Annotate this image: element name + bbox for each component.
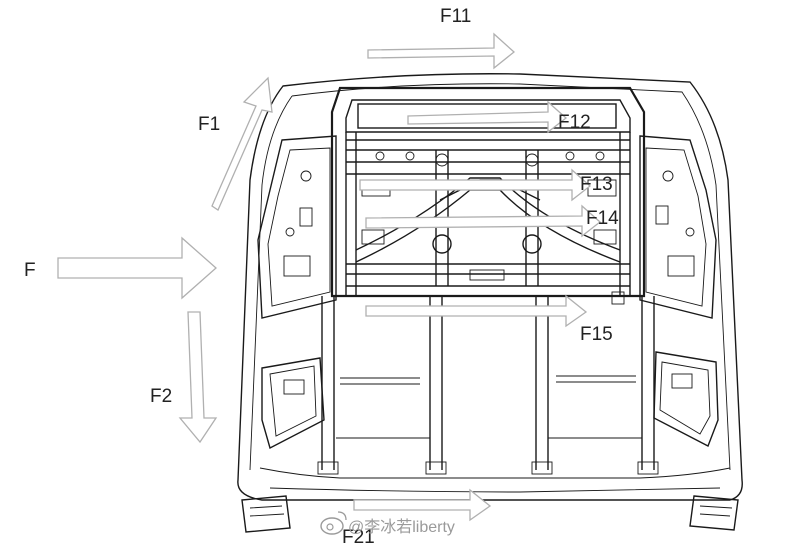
label-f2: F2	[150, 386, 172, 407]
force-arrow-f13	[359, 168, 592, 202]
force-arrow-f14	[365, 204, 602, 238]
force-arrow-f15	[365, 294, 588, 328]
watermark: @李冰若liberty	[320, 511, 455, 536]
force-arrow-f21	[353, 488, 492, 522]
label-f21: F21	[342, 527, 375, 545]
force-arrow-f	[57, 236, 217, 300]
force-arrow-f2	[178, 311, 218, 444]
label-f12: F12	[558, 112, 591, 133]
label-f13: F13	[580, 174, 613, 195]
lower-left-bracket	[261, 357, 325, 450]
lower-right-bracket	[653, 351, 719, 447]
body-outline	[237, 73, 743, 501]
label-f15: F15	[580, 324, 613, 345]
force-arrow-f12	[407, 100, 568, 134]
lower-frame	[317, 296, 659, 475]
label-f1: F1	[198, 114, 220, 135]
right-side-reinforcement	[639, 135, 717, 319]
label-f14: F14	[586, 208, 619, 229]
left-side-reinforcement	[257, 135, 337, 319]
weibo-icon	[320, 511, 347, 535]
force-arrow-f11	[367, 32, 516, 70]
force-arrow-f1	[211, 76, 273, 211]
bottom-right-block	[689, 495, 739, 531]
bottom-left-block	[241, 495, 291, 533]
watermark-text: @李冰若liberty	[348, 518, 455, 536]
label-f: F	[24, 260, 36, 281]
label-f11: F11	[440, 6, 471, 27]
